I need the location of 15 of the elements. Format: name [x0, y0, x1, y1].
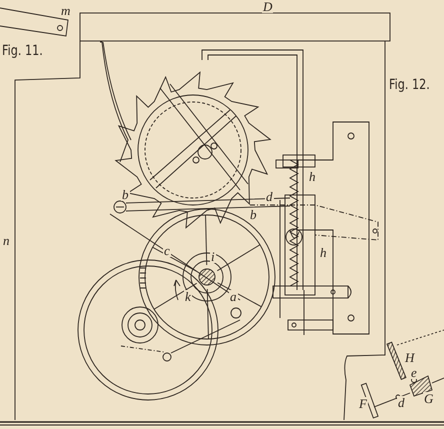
figure-label: Fig. 11.	[2, 44, 43, 58]
part-letter: d	[265, 190, 274, 203]
part-letter: G	[423, 392, 434, 405]
part-letter: h	[319, 246, 328, 259]
part-letter: b	[121, 188, 130, 201]
part-letter: d	[397, 396, 406, 409]
part-letter: D	[262, 0, 274, 13]
part-letter: b	[249, 208, 258, 221]
part-letter: a	[229, 290, 238, 303]
part-letter: k	[184, 290, 192, 303]
part-letter: h	[308, 170, 316, 183]
figure-label: Fig. 12.	[389, 78, 430, 92]
part-letter: H	[404, 351, 416, 364]
part-letter: F	[358, 397, 368, 410]
part-letter: i	[210, 250, 216, 263]
